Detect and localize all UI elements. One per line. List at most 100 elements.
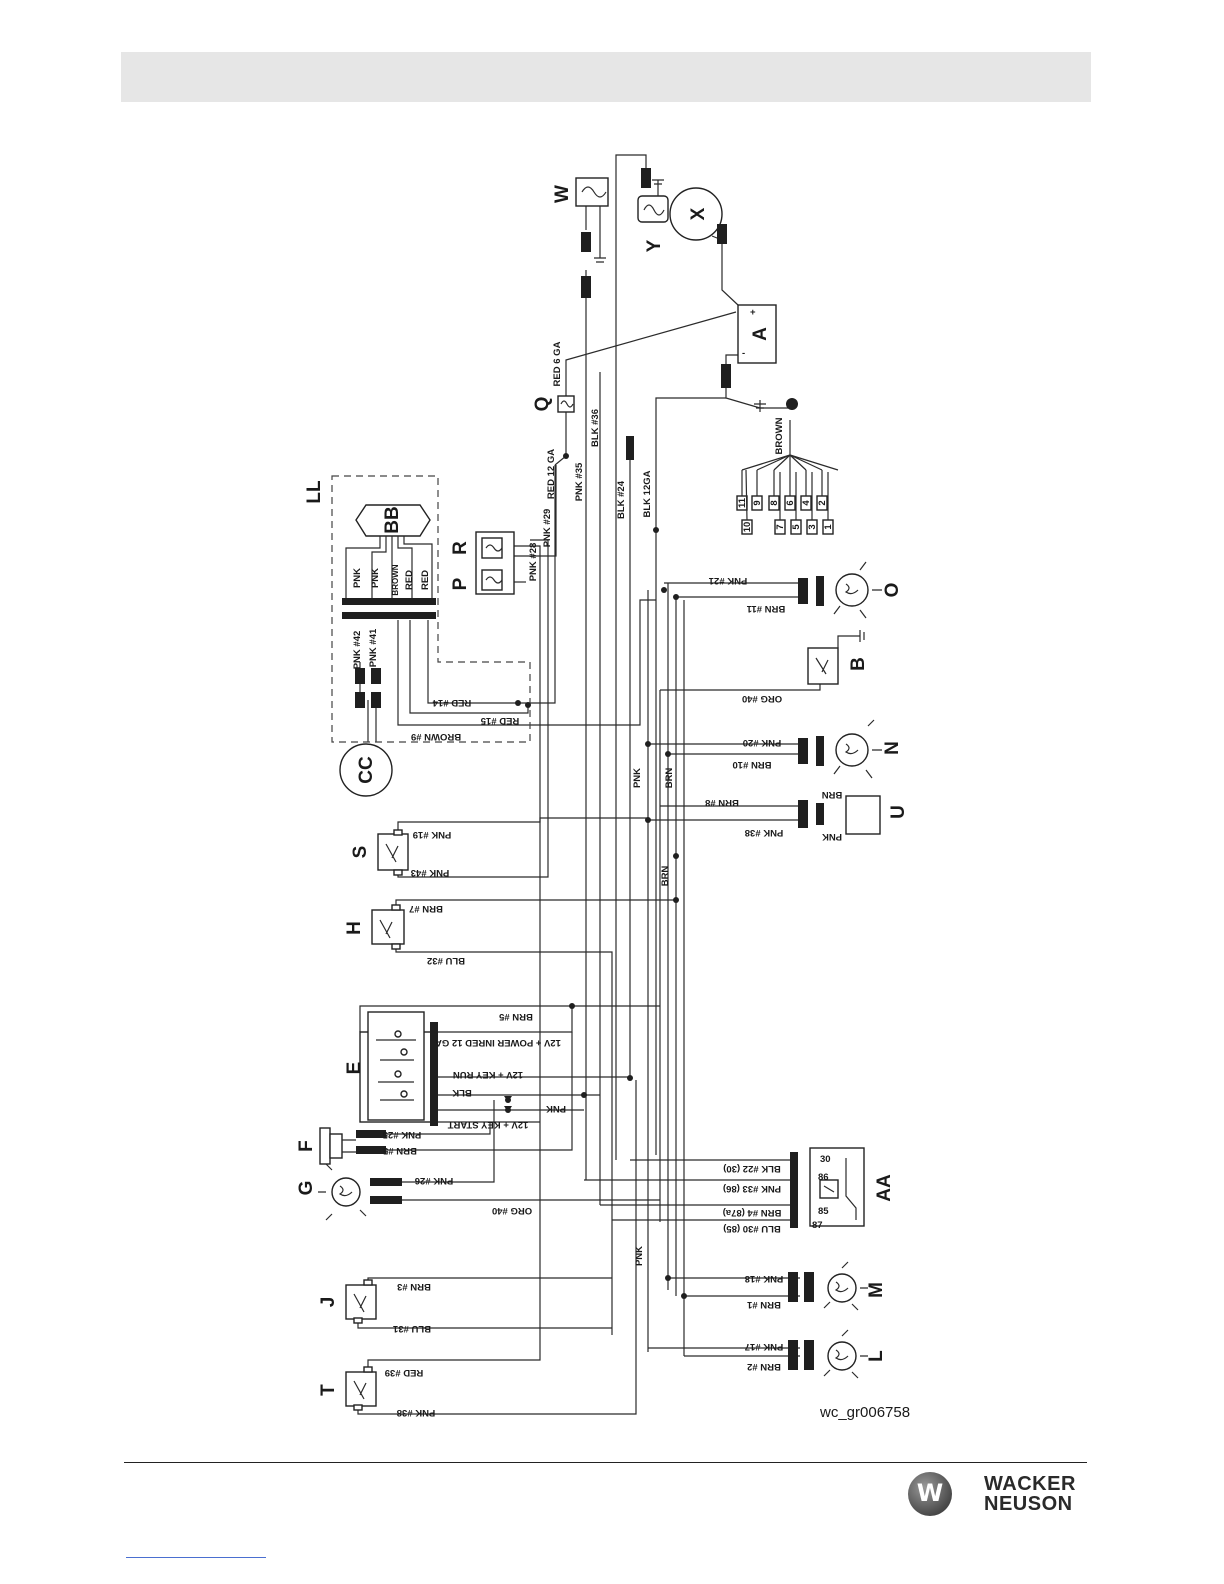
label-r: R xyxy=(450,541,471,555)
svg-text:7: 7 xyxy=(775,524,786,529)
svg-text:3: 3 xyxy=(807,524,818,529)
svg-text:PNK: PNK xyxy=(370,568,381,588)
label-cc: CC xyxy=(356,756,377,784)
svg-text:BLU #31: BLU #31 xyxy=(392,1323,431,1334)
svg-text:BRN #8: BRN #8 xyxy=(705,797,739,808)
svg-text:ORG #40: ORG #40 xyxy=(492,1205,532,1216)
label-w: W xyxy=(552,185,573,203)
label-g: G xyxy=(296,1181,317,1196)
component-q-fuse: Q xyxy=(532,395,575,413)
svg-text:RED #39: RED #39 xyxy=(385,1367,424,1378)
label-n: N xyxy=(882,741,903,755)
label-h: H xyxy=(344,921,365,935)
svg-text:BROWN: BROWN xyxy=(774,417,785,454)
component-w: W xyxy=(552,177,609,298)
svg-text:BRN #3: BRN #3 xyxy=(397,1281,431,1292)
label-ll: LL xyxy=(304,480,325,504)
svg-text:8: 8 xyxy=(769,500,780,505)
svg-text:PNK #38: PNK #38 xyxy=(397,1407,436,1418)
component-aa-relay: 30 86 85 87 AA xyxy=(790,1147,895,1231)
svg-text:RED 12 GA: RED 12 GA xyxy=(546,449,557,499)
svg-text:PNK #17: PNK #17 xyxy=(745,1341,784,1352)
svg-text:12V + KEY START: 12V + KEY START xyxy=(447,1119,528,1130)
component-b-switch: B xyxy=(807,630,869,685)
header-band xyxy=(121,52,1091,102)
svg-text:BRN: BRN xyxy=(660,866,671,887)
svg-text:10: 10 xyxy=(742,522,753,533)
label-t: T xyxy=(318,1384,339,1396)
svg-text:1: 1 xyxy=(823,524,834,530)
svg-text:BRN #1: BRN #1 xyxy=(746,1299,781,1310)
svg-text:85: 85 xyxy=(818,1206,829,1217)
component-l-lamp: L xyxy=(788,1329,887,1379)
svg-text:PNK #43: PNK #43 xyxy=(411,867,450,878)
svg-text:BLK #24: BLK #24 xyxy=(616,480,627,519)
svg-text:BRN #5: BRN #5 xyxy=(498,1011,533,1022)
label-aa: AA xyxy=(874,1174,895,1202)
svg-text:12V + KEY RUN: 12V + KEY RUN xyxy=(453,1069,523,1080)
wire-labels: RED 6 GA BLK #36 RED 12 GA PNK #35 PNK #… xyxy=(352,341,842,1418)
svg-text:PNK #29: PNK #29 xyxy=(542,509,553,548)
label-f: F xyxy=(296,1140,317,1152)
svg-text:4: 4 xyxy=(801,500,812,506)
figure-id: wc_gr006758 xyxy=(820,1404,911,1421)
component-t-switch: T xyxy=(318,1366,377,1411)
svg-text:BRN #10: BRN #10 xyxy=(732,759,771,770)
ground-terminal-block: 11 9 8 6 4 2 10 7 5 3 1 xyxy=(736,469,834,535)
svg-text:PNK #42: PNK #42 xyxy=(352,631,363,670)
ll-enclosure xyxy=(331,475,531,743)
svg-text:BLK 12GA: BLK 12GA xyxy=(642,470,653,517)
label-m: M xyxy=(866,1282,887,1298)
svg-text:RED: RED xyxy=(404,570,415,590)
junction-nodes xyxy=(505,453,687,1299)
label-u: U xyxy=(888,805,909,819)
svg-text:PNK: PNK xyxy=(632,768,643,788)
footer-rule xyxy=(124,1462,1087,1463)
svg-text:6: 6 xyxy=(785,500,796,505)
blue-underline xyxy=(126,1557,266,1558)
svg-text:PNK: PNK xyxy=(352,568,363,588)
component-cc: CC xyxy=(339,668,393,797)
svg-text:BLU #30 (85): BLU #30 (85) xyxy=(723,1223,781,1234)
component-j-switch: J xyxy=(318,1279,377,1324)
svg-text:BROWN #9: BROWN #9 xyxy=(411,731,461,742)
svg-text:RED #15: RED #15 xyxy=(480,715,519,726)
svg-text:12V + POWER INRED 12 GA: 12V + POWER INRED 12 GA xyxy=(435,1037,561,1048)
component-n-lamp: N xyxy=(798,719,903,779)
component-bb: BB xyxy=(342,504,436,619)
svg-text:PNK #28: PNK #28 xyxy=(528,543,539,582)
component-a-battery: + - A xyxy=(721,304,798,412)
brand-name: WACKER NEUSON xyxy=(984,1474,1076,1514)
svg-text:BLK: BLK xyxy=(452,1087,472,1098)
component-h-switch: H xyxy=(344,904,405,950)
svg-text:PNK #35: PNK #35 xyxy=(574,462,585,501)
component-p-r-relays: R P xyxy=(450,531,515,595)
svg-text:PNK: PNK xyxy=(822,831,842,842)
svg-text:RED: RED xyxy=(420,570,431,590)
svg-text:BRN #7: BRN #7 xyxy=(409,903,443,914)
label-x: X xyxy=(688,207,709,220)
svg-text:PNK: PNK xyxy=(634,1246,645,1266)
svg-text:PNK #20: PNK #20 xyxy=(743,737,782,748)
wire-network xyxy=(357,154,839,1415)
svg-text:PNK #21: PNK #21 xyxy=(708,575,747,586)
label-p: P xyxy=(450,577,471,590)
svg-text:PNK #25: PNK #25 xyxy=(382,1129,421,1140)
svg-text:30: 30 xyxy=(820,1154,831,1165)
component-x: X xyxy=(669,187,727,244)
component-y: Y xyxy=(637,168,669,252)
component-e-keyswitch: E xyxy=(344,1011,512,1126)
svg-text:PNK #19: PNK #19 xyxy=(413,829,452,840)
svg-text:RED #14: RED #14 xyxy=(432,697,471,708)
svg-text:BLU #32: BLU #32 xyxy=(427,955,465,966)
label-bb: BB xyxy=(382,506,403,533)
label-b: B xyxy=(848,657,869,671)
svg-text:BRN: BRN xyxy=(822,789,843,800)
svg-text:PNK #18: PNK #18 xyxy=(745,1273,784,1284)
label-y: Y xyxy=(644,239,665,252)
battery-minus: - xyxy=(742,348,745,359)
component-g-lamp: G xyxy=(296,1163,402,1221)
svg-text:BRN: BRN xyxy=(664,768,675,789)
svg-text:2: 2 xyxy=(817,500,828,505)
